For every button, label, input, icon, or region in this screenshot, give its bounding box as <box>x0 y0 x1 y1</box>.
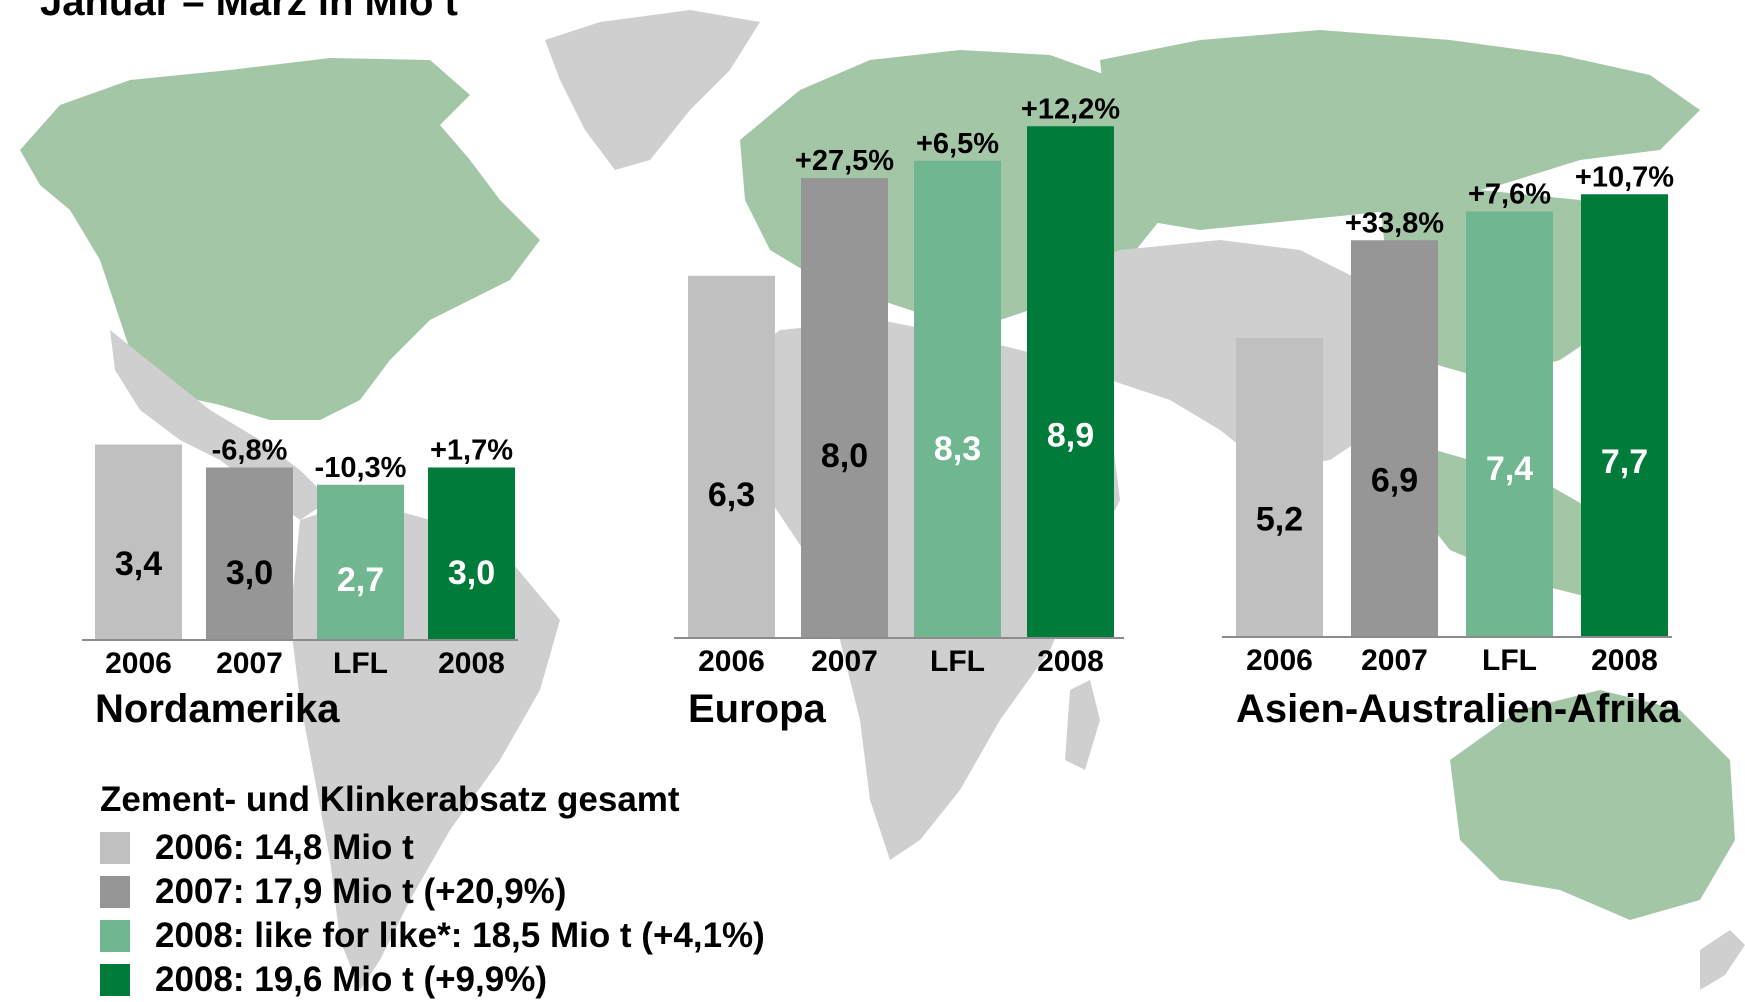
legend-label-lfl: 2008: like for like*: 18,5 Mio t (+4,1%) <box>155 916 765 955</box>
region-title-asien-australien-afrika: Asien-Australien-Afrika <box>1236 687 1681 731</box>
value-label-asien-australien-afrika-2006: 5,2 <box>1256 500 1303 538</box>
value-label-nordamerika-2006: 3,4 <box>115 545 162 583</box>
value-label-europa-2007: 8,0 <box>821 437 868 475</box>
legend-title: Zement- und Klinkerabsatz gesamt <box>100 780 680 819</box>
category-label-europa-lfl: LFL <box>930 645 985 678</box>
category-label-europa-2006: 2006 <box>698 645 765 678</box>
value-label-europa-2006: 6,3 <box>708 476 755 514</box>
bar-europa-2008 <box>1027 126 1114 638</box>
value-label-nordamerika-lfl: 2,7 <box>337 561 384 599</box>
map-asia-south <box>1040 240 1420 470</box>
legend: Zement- und Klinkerabsatz gesamt 2006: 1… <box>100 780 765 1002</box>
legend-item-lfl: 2008: like for like*: 18,5 Mio t (+4,1%) <box>100 914 765 958</box>
value-label-asien-australien-afrika-2007: 6,9 <box>1371 461 1418 499</box>
legend-swatch-2006 <box>100 832 130 864</box>
change-label-asien-australien-afrika-2008: +10,7% <box>1575 161 1674 193</box>
legend-swatch-lfl <box>100 920 130 952</box>
legend-item-2007: 2007: 17,9 Mio t (+20,9%) <box>100 870 765 914</box>
map-north-america <box>20 58 540 420</box>
map-russia <box>1100 30 1700 230</box>
region-title-europa: Europa <box>688 687 827 731</box>
value-label-europa-2008: 8,9 <box>1047 416 1094 454</box>
bar-nordamerika-2007 <box>206 467 293 640</box>
legend-item-2008: 2008: 19,6 Mio t (+9,9%) <box>100 958 765 1002</box>
bar-europa-lfl <box>914 160 1001 638</box>
category-label-asien-australien-afrika-2007: 2007 <box>1361 644 1428 677</box>
value-label-asien-australien-afrika-lfl: 7,4 <box>1486 450 1533 488</box>
bar-europa-2007 <box>801 178 888 638</box>
region-title-nordamerika: Nordamerika <box>95 687 340 731</box>
legend-label-2006: 2006: 14,8 Mio t <box>155 828 414 867</box>
category-label-europa-2007: 2007 <box>811 645 878 678</box>
category-label-europa-2008: 2008 <box>1037 645 1104 678</box>
bar-nordamerika-2008 <box>428 467 515 640</box>
map-greenland <box>545 10 760 170</box>
map-australia <box>1450 690 1735 920</box>
bar-asien-australien-afrika-2008 <box>1581 194 1668 637</box>
bar-asien-australien-afrika-lfl <box>1466 211 1553 637</box>
headline: Januar – März in Mio t <box>40 0 458 24</box>
category-label-asien-australien-afrika-lfl: LFL <box>1482 644 1537 677</box>
change-label-europa-2007: +27,5% <box>795 145 894 177</box>
value-label-nordamerika-2007: 3,0 <box>226 554 273 592</box>
change-label-nordamerika-2007: -6,8% <box>212 435 288 467</box>
value-label-europa-lfl: 8,3 <box>934 430 981 468</box>
category-label-nordamerika-2008: 2008 <box>438 647 505 680</box>
map-madagascar <box>1065 680 1100 770</box>
bar-asien-australien-afrika-2006 <box>1236 338 1323 637</box>
category-label-nordamerika-2007: 2007 <box>216 647 283 680</box>
value-label-nordamerika-2008: 3,0 <box>448 554 495 592</box>
category-label-nordamerika-2006: 2006 <box>105 647 172 680</box>
legend-item-2006: 2006: 14,8 Mio t <box>100 826 765 870</box>
change-label-asien-australien-afrika-lfl: +7,6% <box>1468 179 1551 211</box>
legend-swatch-2008 <box>100 964 130 996</box>
legend-label-2007: 2007: 17,9 Mio t (+20,9%) <box>155 872 567 911</box>
legend-label-2008: 2008: 19,6 Mio t (+9,9%) <box>155 960 547 999</box>
value-label-asien-australien-afrika-2008: 7,7 <box>1601 443 1648 481</box>
change-label-nordamerika-lfl: -10,3% <box>315 452 407 484</box>
change-label-asien-australien-afrika-2007: +33,8% <box>1345 207 1444 239</box>
category-label-nordamerika-lfl: LFL <box>333 647 388 680</box>
bar-asien-australien-afrika-2007 <box>1351 240 1438 637</box>
change-label-nordamerika-2008: +1,7% <box>430 435 513 467</box>
category-label-asien-australien-afrika-2008: 2008 <box>1591 644 1658 677</box>
bar-europa-2006 <box>688 275 775 638</box>
category-label-asien-australien-afrika-2006: 2006 <box>1246 644 1313 677</box>
map-new-zealand <box>1700 930 1745 990</box>
change-label-europa-2008: +12,2% <box>1021 93 1120 125</box>
bar-nordamerika-2006 <box>95 444 182 640</box>
bar-nordamerika-lfl <box>317 484 404 640</box>
change-label-europa-lfl: +6,5% <box>916 128 999 160</box>
legend-swatch-2007 <box>100 876 130 908</box>
